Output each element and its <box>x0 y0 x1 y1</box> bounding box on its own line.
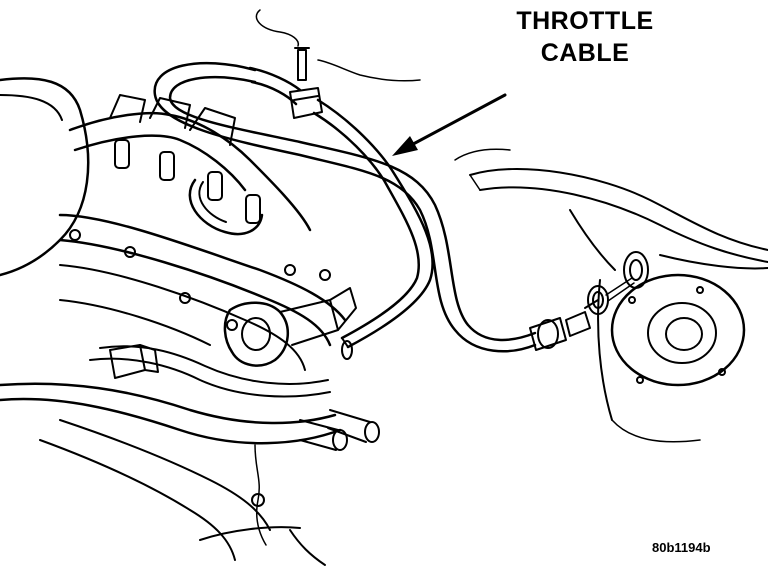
throttle-cable <box>153 61 635 360</box>
callout-label-line1: THROTTLE <box>516 7 654 35</box>
firewall-panel <box>454 148 768 443</box>
cable-clip <box>255 9 421 119</box>
engine-assembly <box>0 77 380 566</box>
figure-code: 80b1194b <box>652 540 711 555</box>
callout-label-line2: CABLE <box>540 39 630 67</box>
callout-arrow <box>392 93 507 156</box>
